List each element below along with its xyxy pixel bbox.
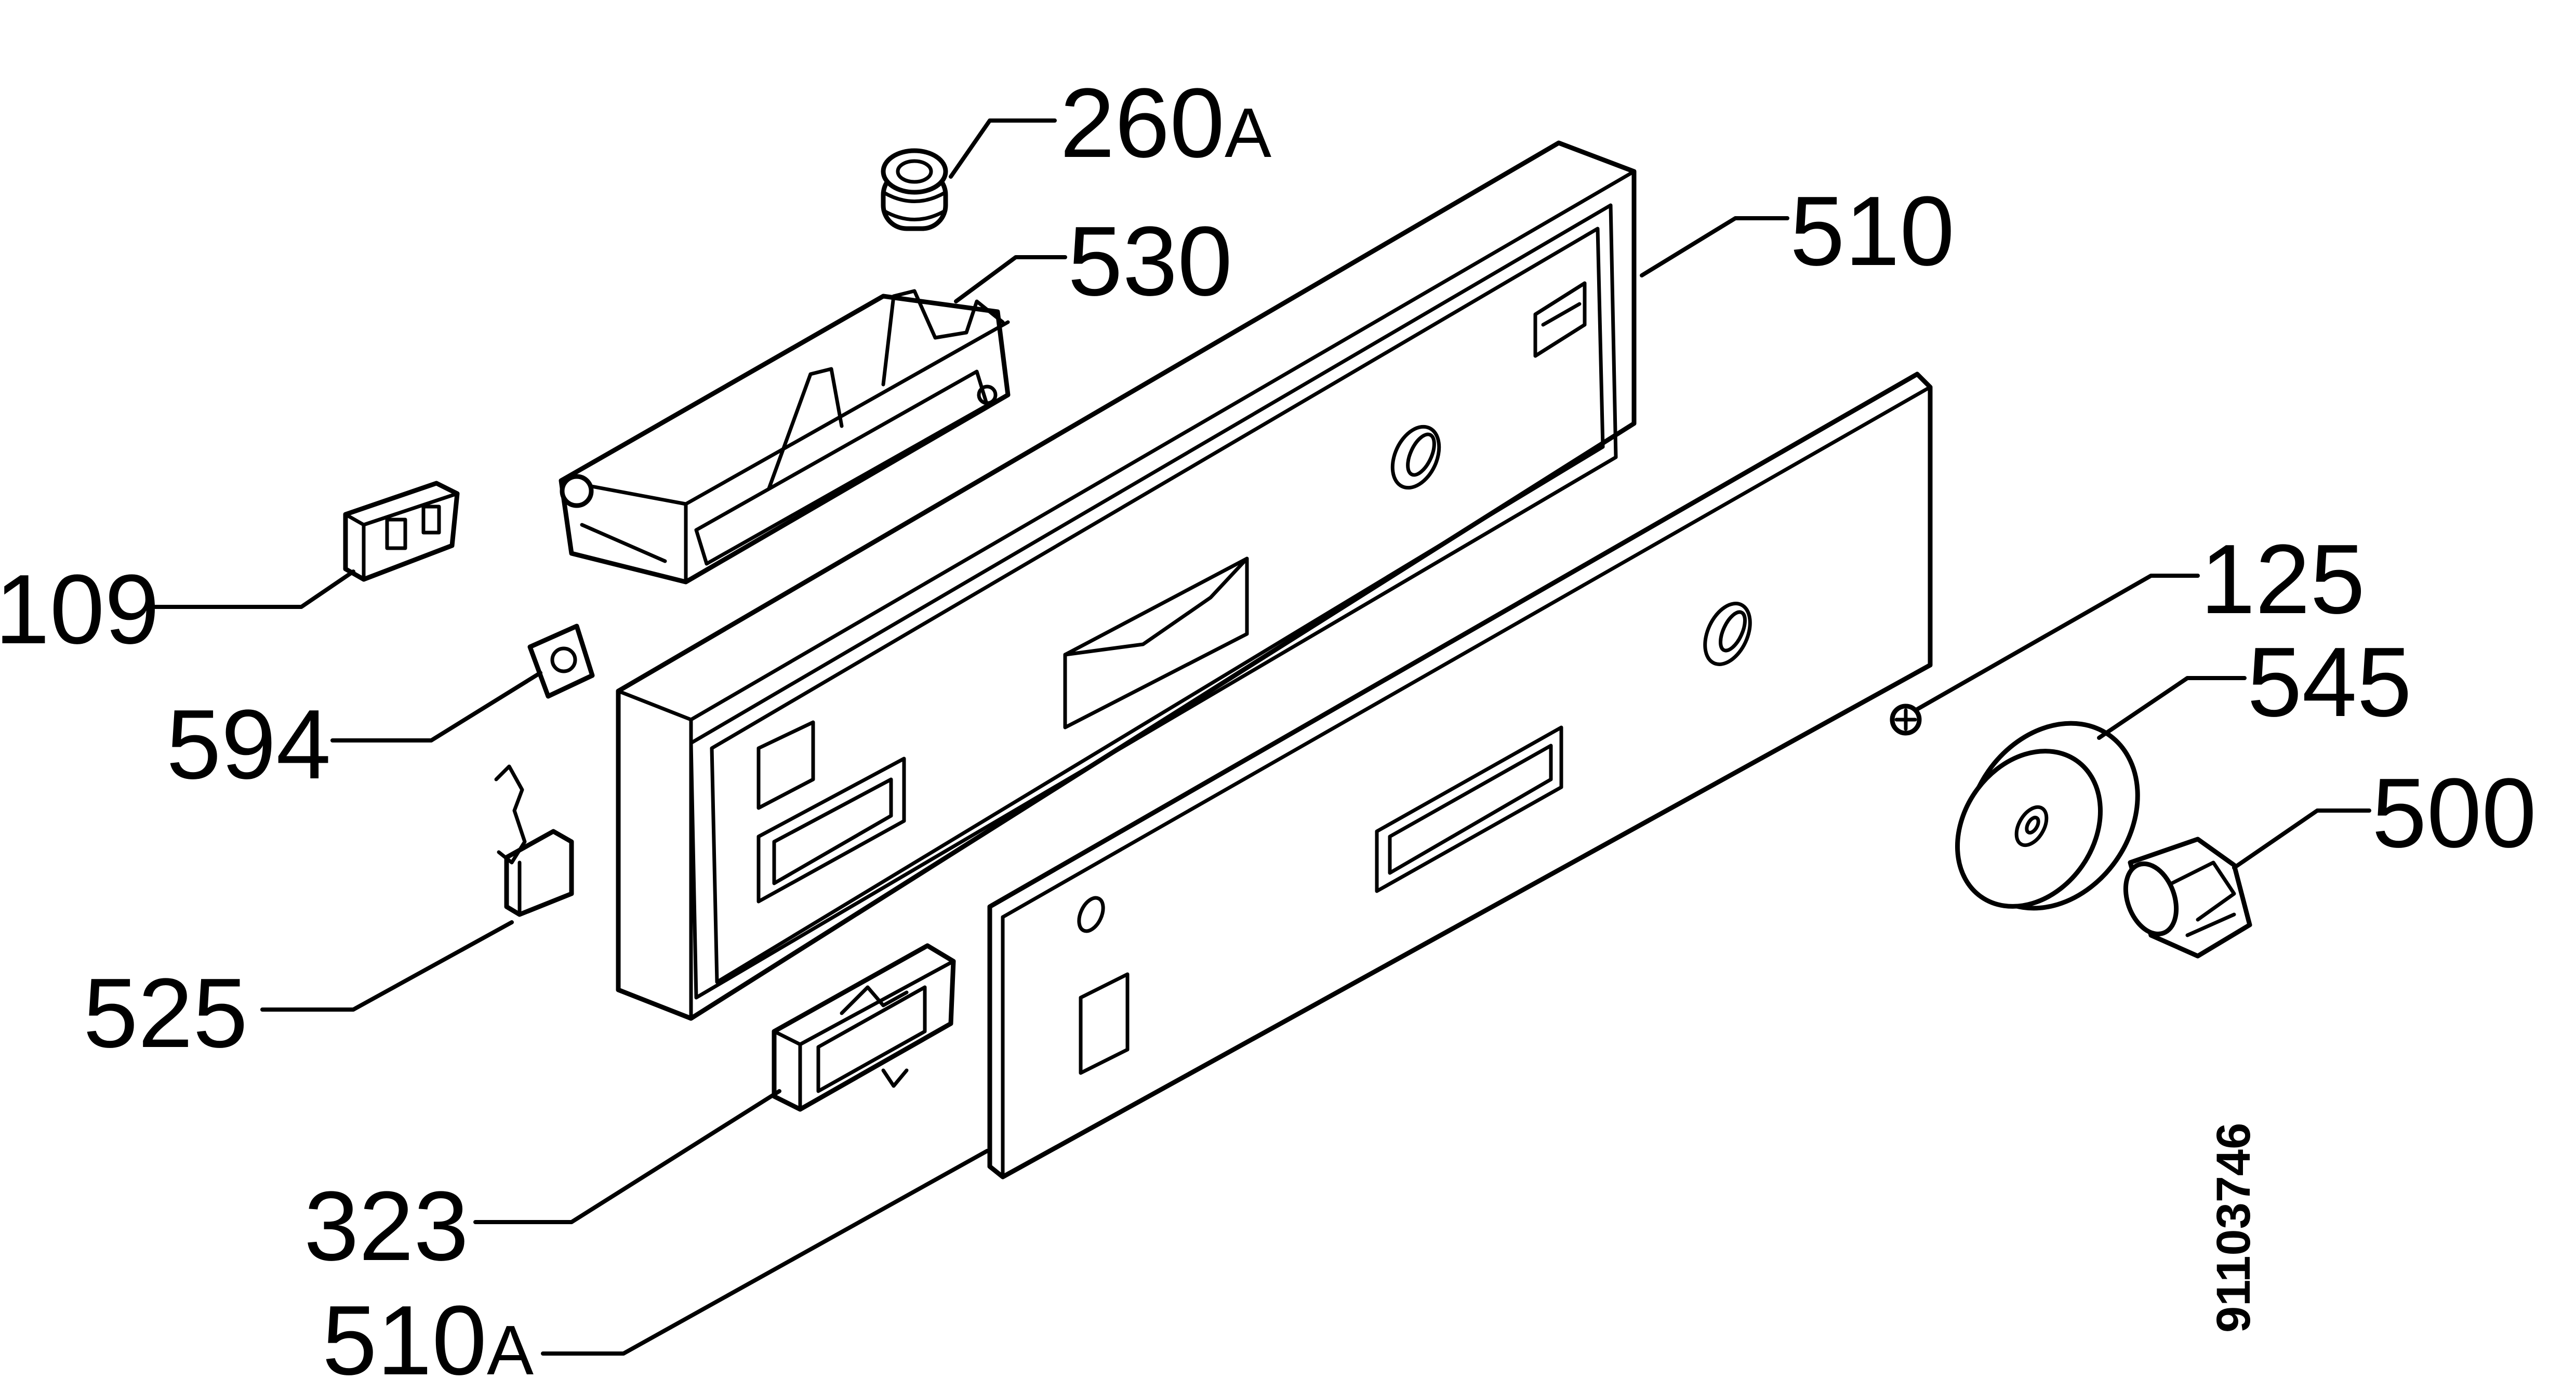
part-323-lens	[772, 943, 956, 1112]
part-594-washer	[527, 624, 595, 699]
part-530-dispenser	[559, 289, 1011, 585]
part-109-bracket	[343, 481, 460, 582]
callout-525: 525	[83, 958, 248, 1068]
part-260a-grommet	[881, 148, 948, 231]
document-number: 91103746	[2207, 1123, 2260, 1333]
callout-500: 500	[2372, 758, 2537, 868]
part-125-nut	[1890, 704, 1922, 736]
leader-260a	[949, 118, 1057, 179]
leader-525	[260, 920, 514, 1012]
callout-510a: 510A	[322, 1285, 534, 1379]
callout-510: 510	[1790, 176, 1955, 286]
leader-125	[1915, 574, 2200, 711]
callout-260a: 260A	[1060, 68, 1271, 178]
callout-530: 530	[1068, 206, 1232, 316]
leader-594	[330, 671, 542, 742]
part-500-knob	[2123, 837, 2252, 959]
callout-323: 323	[304, 1171, 469, 1281]
callout-125: 125	[2200, 524, 2365, 634]
callout-labels: 260A 530 510 109 594 525 323 510A 125 54…	[0, 68, 2537, 1379]
leader-323	[473, 1089, 781, 1224]
callout-545: 545	[2247, 627, 2412, 737]
part-510a-facia-panel	[987, 372, 1933, 1179]
leader-109	[146, 569, 355, 609]
leader-530	[954, 255, 1067, 303]
callout-109: 109	[0, 554, 160, 665]
part-510-control-panel	[616, 140, 1637, 1021]
part-525-switch	[494, 764, 574, 917]
leader-510	[1640, 216, 1789, 277]
part-545-knob-skirt	[1955, 721, 2140, 911]
leader-lines	[146, 118, 2371, 1356]
leader-500	[2232, 808, 2371, 870]
callout-594: 594	[166, 690, 331, 800]
leader-545	[2097, 676, 2247, 740]
leader-510a	[541, 1149, 989, 1356]
